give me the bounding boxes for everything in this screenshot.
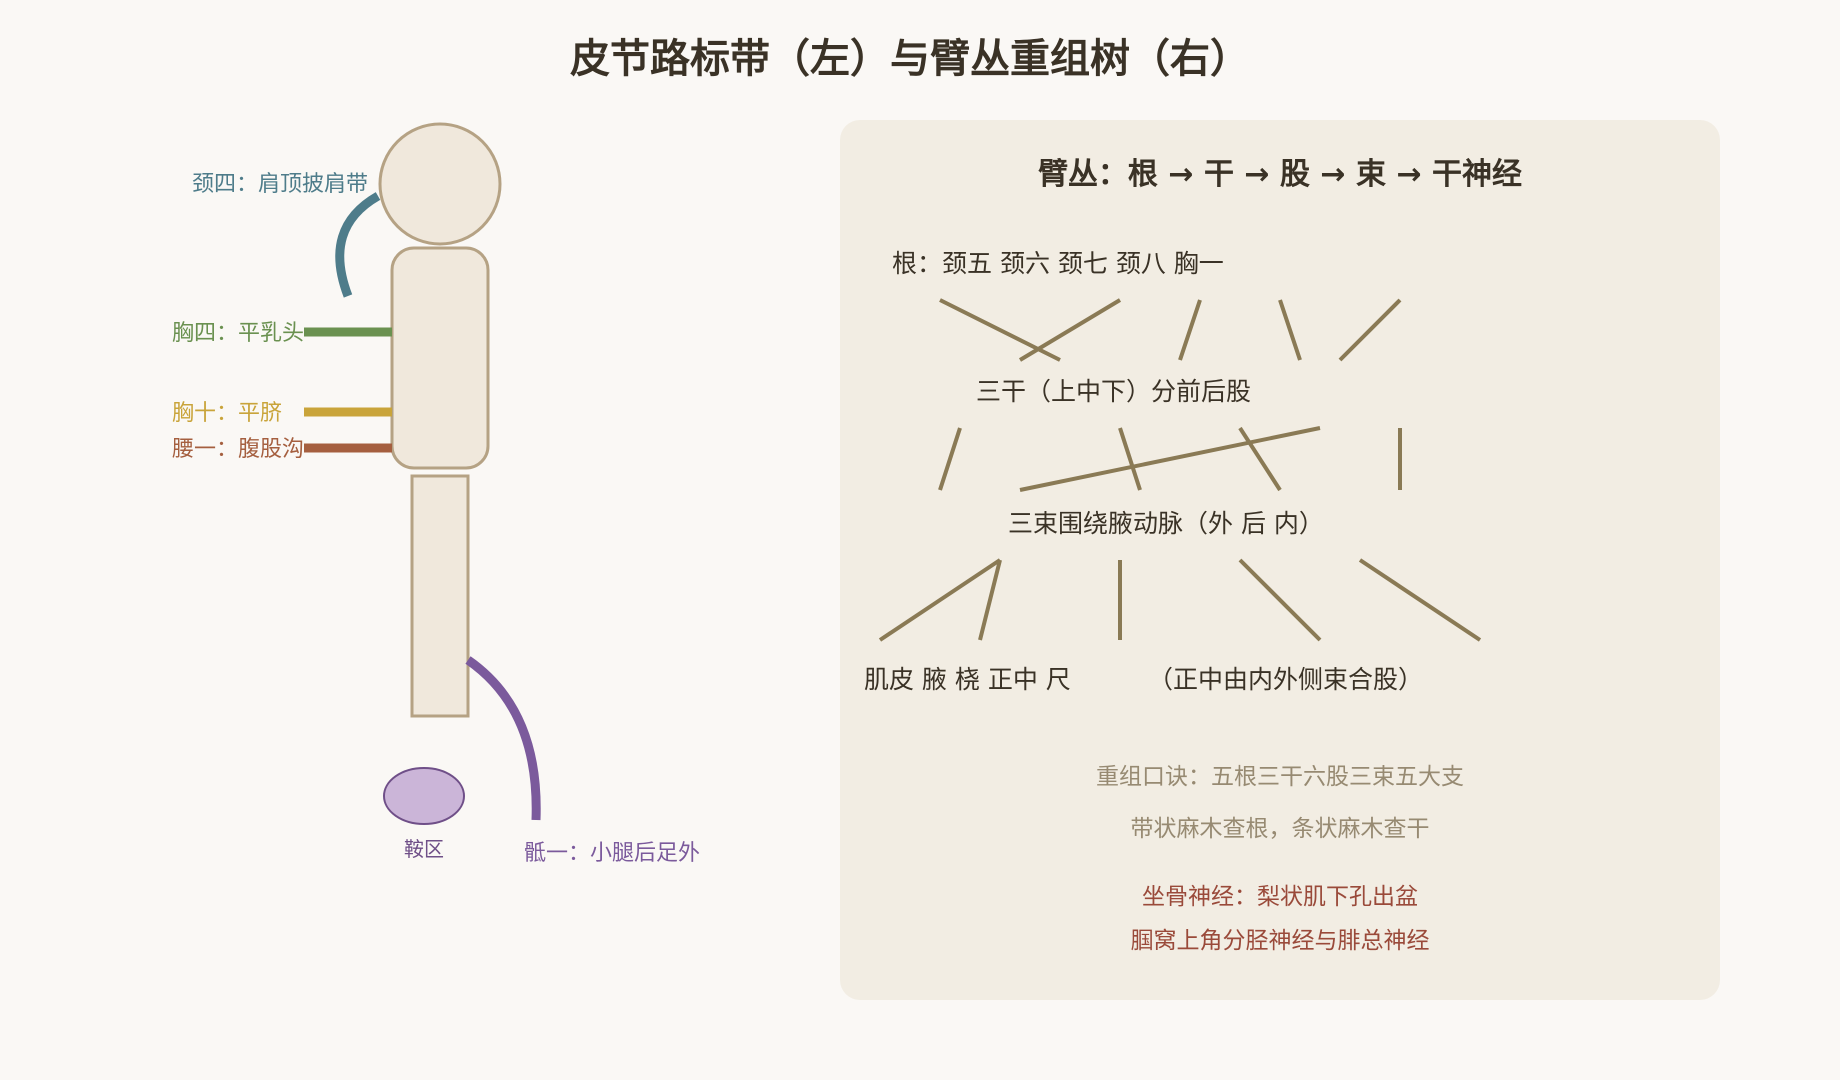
connector-line <box>1238 558 1322 642</box>
sciatic-line-1: 坐骨神经：梨状肌下孔出盆 <box>1142 884 1418 910</box>
head <box>378 122 502 246</box>
leg <box>410 474 470 718</box>
connector-line <box>1358 558 1482 642</box>
s1-label: 骶一：小腿后足外 <box>524 841 700 866</box>
branches-label: 肌皮 腋 桡 正中 尺 <box>864 665 1071 694</box>
connector-line <box>1338 298 1402 362</box>
plexus-heading: 臂丛：根 → 干 → 股 → 束 → 干神经 <box>1038 157 1522 192</box>
s1-dermatome-band <box>465 656 541 821</box>
t10-label: 胸十：平脐 <box>172 401 282 426</box>
t4-label: 胸四：平乳头 <box>172 321 304 346</box>
cords-label: 三束围绕腋动脉（外 后 内） <box>1008 509 1324 538</box>
mnemonic-line-2: 带状麻木查根，条状麻木查干 <box>1131 816 1430 842</box>
body-figure <box>378 122 502 718</box>
sciatic-line-2: 腘窝上角分胫神经与腓总神经 <box>1131 928 1430 954</box>
c4-dermatome-band <box>335 192 381 298</box>
torso <box>390 246 490 470</box>
connector-line <box>1018 298 1122 362</box>
l1-label: 腰一：腹股沟 <box>172 437 304 462</box>
connector-line <box>1178 299 1202 361</box>
connector-line <box>1278 299 1302 361</box>
connector-line <box>1019 426 1321 492</box>
page-title: 皮节路标带（左）与臂丛重组树（右） <box>570 36 1250 82</box>
roots-label: 根：颈五 颈六 颈七 颈八 胸一 <box>892 249 1224 278</box>
trunks-label: 三干（上中下）分前后股 <box>976 377 1251 406</box>
plexus-panel <box>840 120 1720 1000</box>
c4-label: 颈四：肩顶披肩带 <box>192 172 368 197</box>
connector-line <box>878 558 1002 642</box>
connector-line <box>1118 427 1142 491</box>
connector-line <box>978 559 1002 641</box>
trunk-cord-connectors <box>938 426 1402 492</box>
root-trunk-connectors <box>939 298 1402 362</box>
connector-line <box>1238 426 1282 492</box>
cord-branch-connectors <box>878 558 1482 642</box>
mnemonic-line-1: 重组口诀：五根三干六股三束五大支 <box>1096 764 1464 790</box>
median-note: （正中由内外侧束合股） <box>1148 665 1423 694</box>
saddle-label: 鞍区 <box>404 837 444 861</box>
connector-line <box>938 427 962 491</box>
saddle-region <box>383 767 465 825</box>
